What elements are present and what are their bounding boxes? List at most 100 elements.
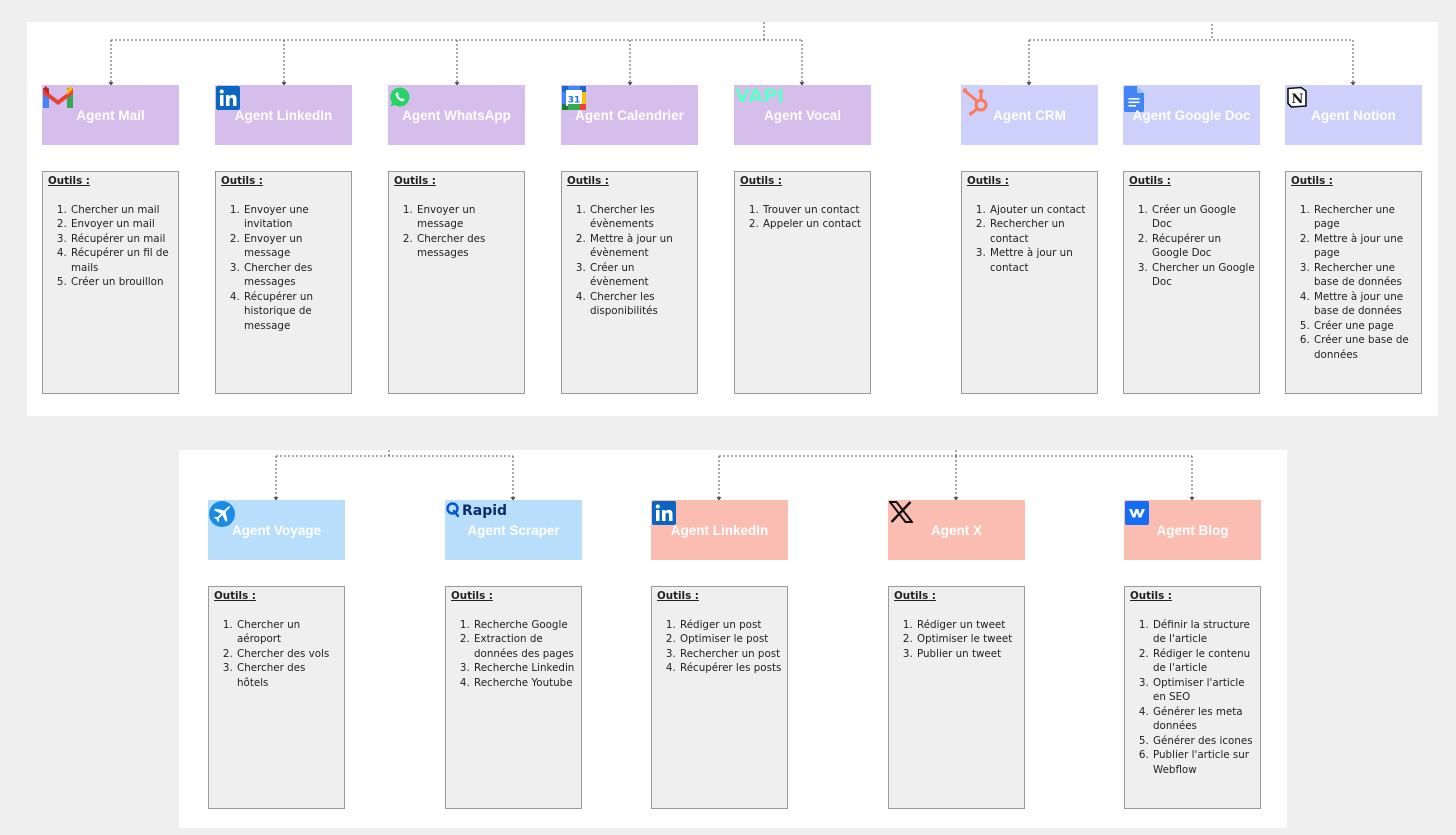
agent-card-vocal[interactable]: VAPI Agent Vocal: [734, 85, 871, 145]
agent-name: Agent LinkedIn: [670, 522, 769, 538]
tool-item: Optimiser l'article en SEO: [1152, 676, 1256, 705]
agent-card-x[interactable]: Agent X: [887, 500, 1025, 560]
tool-item: Chercher un mail: [70, 203, 174, 218]
tools-panel-notion: Outils : Rechercher une page Mettre à jo…: [1285, 171, 1422, 394]
tools-list: Rédiger un tweet Optimiser le tweet Publ…: [894, 618, 1020, 662]
tool-item: Rédiger un post: [679, 618, 783, 633]
agent-card-voyage[interactable]: Agent Voyage: [208, 500, 345, 560]
agent-card-notion[interactable]: N Agent Notion: [1285, 85, 1422, 145]
tools-list: Définir la structure de l'article Rédige…: [1130, 618, 1256, 778]
tools-panel-crm: Outils : Ajouter un contact Rechercher u…: [961, 171, 1098, 394]
tool-item: Rédiger un tweet: [916, 618, 1020, 633]
tool-item: Récupérer un Google Doc: [1151, 232, 1255, 261]
tool-item: Récupérer un mail: [70, 232, 174, 247]
agent-name: Agent Vocal: [763, 107, 841, 123]
tool-item: Récupérer un fil de mails: [70, 246, 174, 275]
tools-panel-calendrier: Outils : Chercher les évènements Mettre …: [561, 171, 698, 394]
tools-panel-linkedin-content: Outils : Rédiger un post Optimiser le po…: [651, 586, 788, 809]
tool-item: Optimiser le post: [679, 632, 783, 647]
tools-panel-blog: Outils : Définir la structure de l'artic…: [1124, 586, 1261, 809]
tools-title: Outils :: [48, 175, 90, 187]
tools-title: Outils :: [394, 175, 436, 187]
whatsapp-icon: [389, 86, 411, 111]
tool-item: Appeler un contact: [762, 217, 866, 232]
tool-item: Publier l'article sur Webflow: [1152, 748, 1256, 777]
tools-title: Outils :: [894, 590, 936, 602]
tools-title: Outils :: [221, 175, 263, 187]
tool-item: Chercher des messages: [243, 261, 347, 290]
tools-title: Outils :: [567, 175, 609, 187]
tools-list: Créer un Google Doc Récupérer un Google …: [1129, 203, 1255, 290]
agent-name: Agent Calendrier: [575, 107, 684, 123]
tools-panel-linkedin: Outils : Envoyer une invitation Envoyer …: [215, 171, 352, 394]
tool-item: Recherche Linkedin: [473, 661, 577, 676]
tool-item: Publier un tweet: [916, 647, 1020, 662]
tools-title: Outils :: [1291, 175, 1333, 187]
tools-title: Outils :: [1129, 175, 1171, 187]
agent-name: Agent X: [930, 522, 982, 538]
tool-item: Envoyer un mail: [70, 217, 174, 232]
agent-card-scraper[interactable]: Rapid Agent Scraper: [445, 500, 582, 560]
tools-list: Chercher un mail Envoyer un mail Récupér…: [48, 203, 174, 290]
tool-item: Récupérer les posts: [679, 661, 783, 676]
tools-panel-vocal: Outils : Trouver un contact Appeler un c…: [734, 171, 871, 394]
tool-item: Créer un Google Doc: [1151, 203, 1255, 232]
agent-name: Agent Blog: [1156, 522, 1229, 538]
agent-card-blog[interactable]: Agent Blog: [1124, 500, 1261, 560]
agent-card-google-doc[interactable]: Agent Google Doc: [1123, 85, 1260, 145]
tools-title: Outils :: [214, 590, 256, 602]
tool-item: Recherche Google: [473, 618, 577, 633]
tools-list: Envoyer une invitation Envoyer un messag…: [221, 203, 347, 334]
gmail-icon: [43, 86, 73, 111]
tool-item: Extraction de données des pages: [473, 632, 577, 661]
hubspot-icon: [962, 86, 992, 119]
tools-panel-x: Outils : Rédiger un tweet Optimiser le t…: [888, 586, 1025, 809]
agent-name: Agent WhatsApp: [402, 107, 511, 123]
tool-item: Créer un brouillon: [70, 275, 174, 290]
tools-list: Ajouter un contact Rechercher un contact…: [967, 203, 1093, 276]
vapi-logo: VAPI: [735, 85, 799, 107]
tool-item: Rédiger le contenu de l'article: [1152, 647, 1256, 676]
notion-icon: N: [1286, 86, 1308, 111]
agent-name: Agent Voyage: [231, 522, 321, 538]
rapid-logo: Rapid: [446, 501, 512, 522]
tools-title: Outils :: [740, 175, 782, 187]
tool-item: Récupérer un historique de message: [243, 290, 347, 334]
agent-card-linkedin-content[interactable]: Agent LinkedIn: [651, 500, 788, 560]
tools-list: Rédiger un post Optimiser le post Recher…: [657, 618, 783, 676]
agent-name: Agent Scraper: [467, 522, 560, 538]
tool-item: Chercher un aéroport: [236, 618, 340, 647]
tool-item: Chercher des hôtels: [236, 661, 340, 690]
svg-text:Rapid: Rapid: [462, 503, 507, 519]
google-calendar-icon: 31: [562, 86, 586, 113]
agent-card-mail[interactable]: Agent Mail: [42, 85, 179, 145]
svg-text:31: 31: [568, 96, 581, 106]
agent-card-calendrier[interactable]: 31 Agent Calendrier: [561, 85, 698, 145]
tools-list: Recherche Google Extraction de données d…: [451, 618, 577, 691]
agent-name: Agent LinkedIn: [234, 107, 333, 123]
airplane-icon: [209, 501, 235, 530]
tool-item: Trouver un contact: [762, 203, 866, 218]
x-icon: [887, 501, 915, 526]
tool-item: Optimiser le tweet: [916, 632, 1020, 647]
tool-item: Chercher des messages: [416, 232, 520, 261]
tools-list: Envoyer un message Chercher des messages: [394, 203, 520, 261]
agent-card-linkedin[interactable]: Agent LinkedIn: [215, 85, 352, 145]
tool-item: Rechercher un contact: [989, 217, 1093, 246]
tool-item: Générer les meta données: [1152, 705, 1256, 734]
tools-panel-google-doc: Outils : Créer un Google Doc Récupérer u…: [1123, 171, 1260, 394]
tool-item: Mettre à jour une base de données: [1313, 290, 1417, 319]
tool-item: Chercher un Google Doc: [1151, 261, 1255, 290]
tools-list: Chercher les évènements Mettre à jour un…: [567, 203, 693, 319]
tool-item: Mettre à jour une page: [1313, 232, 1417, 261]
agent-name: Agent CRM: [993, 107, 1066, 123]
agent-card-crm[interactable]: Agent CRM: [961, 85, 1098, 145]
agent-card-whatsapp[interactable]: Agent WhatsApp: [388, 85, 525, 145]
tool-item: Rechercher une page: [1313, 203, 1417, 232]
tool-item: Envoyer un message: [416, 203, 520, 232]
tool-item: Chercher les évènements: [589, 203, 693, 232]
tools-panel-scraper: Outils : Recherche Google Extraction de …: [445, 586, 582, 809]
tools-panel-voyage: Outils : Chercher un aéroport Chercher d…: [208, 586, 345, 809]
webflow-icon: [1125, 501, 1149, 528]
linkedin-icon: [652, 501, 676, 528]
